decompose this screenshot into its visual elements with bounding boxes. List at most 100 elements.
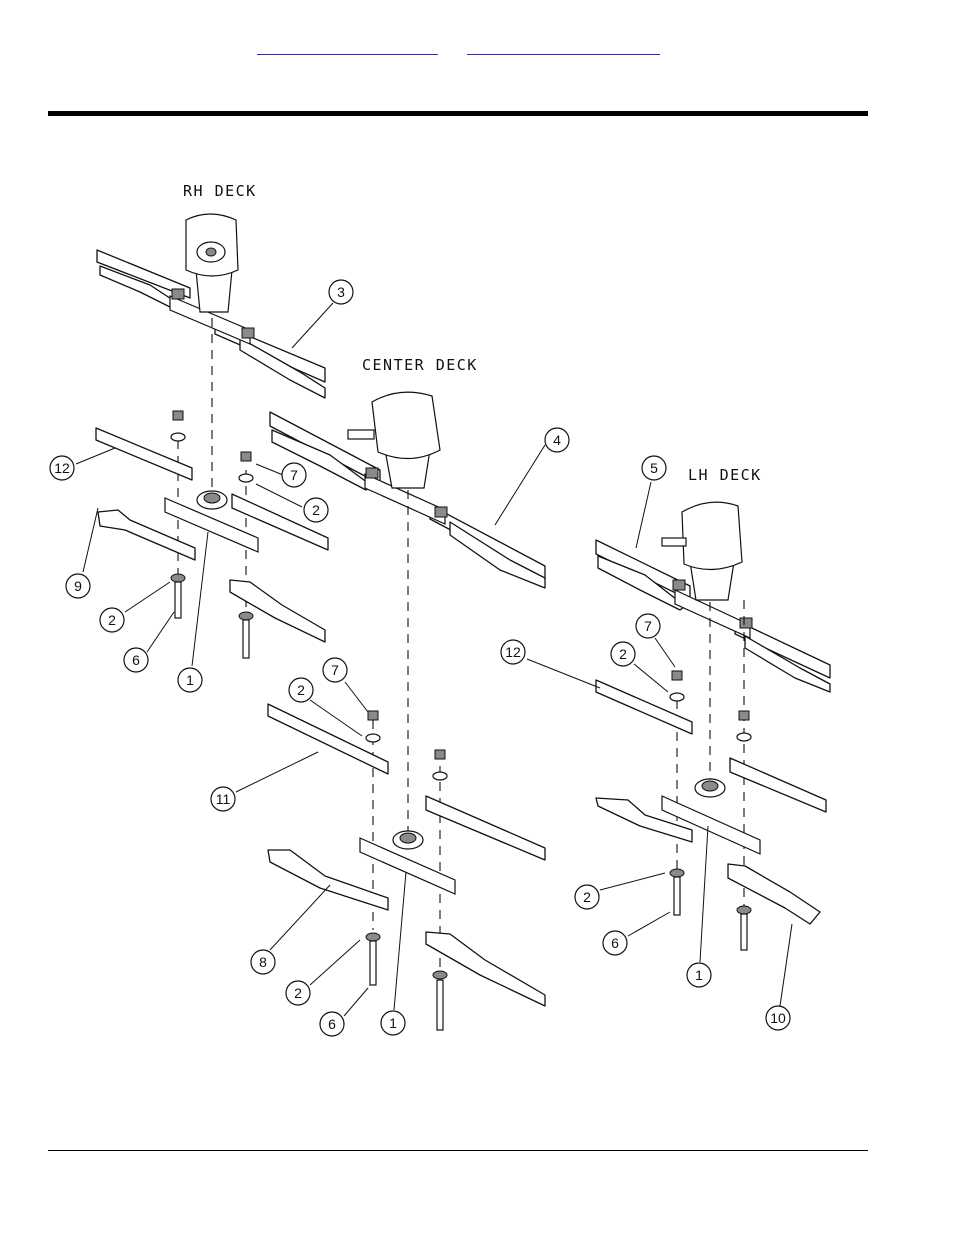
leader-1-lh — [700, 826, 708, 962]
svg-text:12: 12 — [54, 460, 70, 476]
center-washer-2 — [366, 734, 380, 742]
callout-7-rh: 7 — [282, 463, 306, 487]
svg-text:1: 1 — [186, 672, 194, 688]
rh-deck-label: RH DECK — [183, 182, 257, 200]
svg-text:8: 8 — [259, 954, 267, 970]
lh-washer-2 — [670, 693, 684, 701]
svg-text:12: 12 — [505, 644, 521, 660]
leader-10 — [780, 924, 792, 1006]
leader-6-rh — [147, 612, 174, 652]
rh-nut-top — [173, 411, 183, 420]
rh-washer-bottom — [171, 574, 185, 582]
center-blade-spacer-right — [426, 796, 545, 860]
center-deck-label: CENTER DECK — [362, 356, 478, 374]
lh-gearbox-input — [662, 538, 686, 546]
callout-10: 10 — [766, 1006, 790, 1030]
lh-washer-bottom — [670, 869, 684, 877]
svg-text:2: 2 — [108, 612, 116, 628]
svg-text:1: 1 — [389, 1015, 397, 1031]
leader-2-rh-lower — [125, 582, 170, 612]
lh-hub-bore — [702, 781, 718, 791]
callout-2-center: 2 — [289, 678, 313, 702]
callout-1-center: 1 — [381, 1011, 405, 1035]
lh-blade-spacer-12 — [596, 680, 692, 734]
leader-5 — [636, 482, 651, 548]
rh-bolt-6 — [175, 582, 181, 618]
rh-washer-2 — [239, 474, 253, 482]
lh-gearbox-body — [682, 502, 742, 569]
callout-9: 9 — [66, 574, 90, 598]
rh-nut-right — [242, 328, 254, 338]
rh-deck-assembly — [97, 214, 325, 398]
callout-2-center-lower: 2 — [286, 981, 310, 1005]
svg-text:10: 10 — [770, 1010, 786, 1026]
center-bolt-6 — [370, 941, 376, 985]
center-gearbox-input — [348, 430, 374, 439]
leader-12-lh — [527, 659, 600, 688]
lh-washer-right — [737, 733, 751, 741]
svg-text:6: 6 — [132, 652, 140, 668]
leader-1-center — [394, 872, 406, 1010]
leader-6-lh — [628, 912, 670, 936]
center-blade-right-lift — [450, 522, 545, 588]
svg-text:2: 2 — [294, 985, 302, 1001]
callout-1-rh: 1 — [178, 668, 202, 692]
callout-12-lh: 12 — [501, 640, 525, 664]
center-nut-left — [366, 468, 378, 478]
callout-4: 4 — [545, 428, 569, 452]
rh-bolt-right-lower — [243, 620, 249, 658]
leader-11 — [236, 752, 318, 792]
svg-text:7: 7 — [644, 618, 652, 634]
leader-4 — [495, 445, 545, 525]
callout-11: 11 — [211, 787, 235, 811]
callout-2-lh: 2 — [611, 642, 635, 666]
svg-text:2: 2 — [619, 646, 627, 662]
leader-8 — [270, 885, 330, 950]
svg-text:11: 11 — [216, 791, 231, 807]
callout-5: 5 — [642, 456, 666, 480]
leader-7-center — [345, 682, 368, 712]
rh-washer-right-lower — [239, 612, 253, 620]
callout-3: 3 — [329, 280, 353, 304]
center-washer-right-lower — [433, 971, 447, 979]
lh-bolt-6 — [674, 877, 680, 915]
leader-3 — [292, 303, 333, 348]
lh-nut-right — [739, 711, 749, 720]
leader-2-lh — [634, 664, 668, 692]
center-bolt-right-lower — [437, 980, 443, 1030]
center-washer-right — [433, 772, 447, 780]
callout-8: 8 — [251, 950, 275, 974]
lh-washer-right-lower — [737, 906, 751, 914]
svg-text:3: 3 — [337, 284, 345, 300]
callout-6-lh: 6 — [603, 931, 627, 955]
center-washer-bottom — [366, 933, 380, 941]
leader-7-rh — [256, 464, 283, 475]
rh-nut-left — [172, 289, 184, 299]
callout-2-rh-lower: 2 — [100, 608, 124, 632]
center-nut-right — [435, 507, 447, 517]
callout-2-lh-lower: 2 — [575, 885, 599, 909]
callout-7-lh: 7 — [636, 614, 660, 638]
svg-text:1: 1 — [695, 967, 703, 983]
rh-washer-top — [171, 433, 185, 441]
callout-6-rh: 6 — [124, 648, 148, 672]
center-blade-8 — [268, 850, 388, 910]
center-nut-right — [435, 750, 445, 759]
svg-text:2: 2 — [297, 682, 305, 698]
lh-bolt-right-lower — [741, 914, 747, 950]
svg-text:5: 5 — [650, 460, 658, 476]
leader-9 — [83, 508, 98, 572]
rh-gearbox-spline — [206, 248, 216, 256]
leader-2-lh-lower — [600, 873, 665, 890]
leader-2-center-lower — [310, 940, 360, 985]
center-blade-right-lower — [426, 932, 545, 1006]
callout-12-rh: 12 — [50, 456, 74, 480]
callout-1-lh: 1 — [687, 963, 711, 987]
leader-6-center — [344, 988, 368, 1016]
callout-6-center: 6 — [320, 1012, 344, 1036]
callout-7-center: 7 — [323, 658, 347, 682]
lh-nut-7 — [672, 671, 682, 680]
svg-text:4: 4 — [553, 432, 561, 448]
svg-text:2: 2 — [312, 502, 320, 518]
